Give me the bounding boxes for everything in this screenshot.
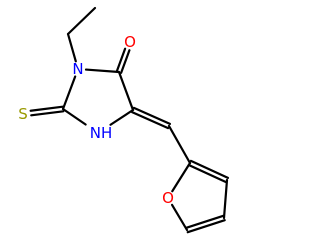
- bond-n3-c4: [84, 68, 121, 74]
- bond-c4-o-carbonyl: [115, 47, 131, 74]
- double-bond-line: [115, 47, 127, 73]
- single-bond-line: [66, 6, 97, 36]
- bond-furan-c4-furan-c3: [222, 178, 229, 220]
- bond-c5-methine: [130, 106, 172, 130]
- bond-ethyl-ch2-n3: [66, 32, 77, 63]
- atom-label-furan-o: O: [162, 189, 174, 207]
- single-bond-line: [117, 70, 135, 112]
- single-bond-line: [61, 75, 77, 111]
- molecule-structure-diagram: N O NH S O: [18, 6, 230, 234]
- double-bond-line: [29, 105, 64, 112]
- atom-label-n3: N: [72, 60, 83, 78]
- double-bond-line: [120, 49, 131, 74]
- bond-furan-c2-furan-o: [171, 161, 192, 193]
- bond-furan-c3-furan-c2: [187, 159, 230, 184]
- bond-c2-s-thione: [29, 105, 65, 117]
- bond-furan-c5-furan-c4: [185, 214, 226, 234]
- atom-label-layer: N O NH S O: [18, 33, 174, 207]
- double-bond-line: [30, 110, 65, 117]
- atom-label-o-carbonyl: O: [124, 33, 136, 51]
- atom-label-s-thione: S: [18, 105, 28, 123]
- bond-c4-c5: [117, 70, 135, 112]
- bond-ethyl-ch3-ethyl-ch2: [66, 6, 97, 36]
- bond-n1-c2: [61, 107, 87, 126]
- single-bond-line: [61, 107, 87, 126]
- single-bond-line: [66, 32, 77, 63]
- bond-layer: [29, 6, 230, 234]
- double-bond-line: [132, 106, 172, 126]
- bond-furan-o-furan-c5: [170, 203, 189, 232]
- bond-methine-furan-c2: [167, 124, 192, 165]
- atom-label-n1: NH: [90, 124, 113, 142]
- double-bond-line: [130, 110, 170, 130]
- single-bond-line: [170, 203, 189, 232]
- single-bond-line: [109, 108, 135, 126]
- double-bond-line: [189, 159, 230, 180]
- bond-c2-n3: [61, 75, 77, 111]
- single-bond-line: [84, 68, 121, 74]
- double-bond-line: [185, 214, 225, 229]
- bond-c5-n1: [109, 108, 135, 126]
- single-bond-line: [171, 161, 192, 193]
- single-bond-line: [167, 124, 192, 165]
- single-bond-line: [222, 178, 229, 220]
- double-bond-line: [187, 163, 228, 184]
- double-bond-line: [186, 219, 226, 234]
